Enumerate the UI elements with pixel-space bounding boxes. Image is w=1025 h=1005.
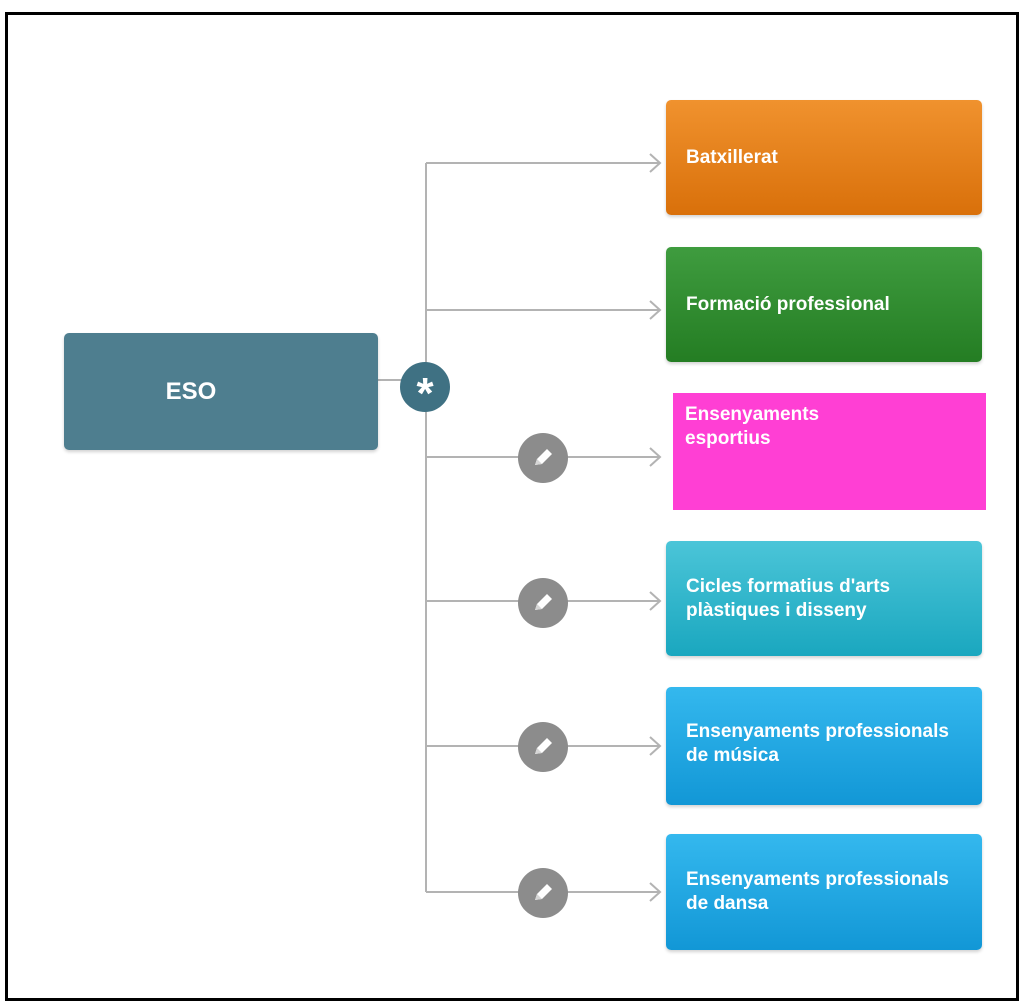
child-node-cicles-formatius[interactable]: Cicles formatius d'arts plàstiques i dis… — [666, 541, 982, 656]
pencil-icon — [535, 738, 552, 754]
child-node-label: Ensenyaments professionals de música — [686, 721, 949, 766]
child-node-label: Ensenyaments esportius — [685, 404, 820, 449]
arrowhead — [649, 591, 662, 611]
pencil-note-icon[interactable] — [518, 868, 568, 918]
child-node-formacio-professional[interactable]: Formació professional — [666, 247, 982, 362]
arrowhead — [649, 447, 662, 467]
pencil-icon — [535, 884, 552, 900]
child-node-musica[interactable]: Ensenyaments professionals de música — [666, 687, 982, 805]
child-node-ensenyaments-esportius[interactable]: Ensenyaments esportius — [673, 393, 986, 510]
arrowhead — [649, 736, 662, 756]
child-node-label: Batxillerat — [686, 146, 778, 168]
arrowhead — [649, 300, 662, 320]
pencil-note-icon[interactable] — [518, 433, 568, 483]
arrowhead — [649, 153, 662, 173]
root-node-label: ESO — [165, 377, 217, 405]
child-node-label: Cicles formatius d'arts plàstiques i dis… — [686, 575, 891, 621]
root-node-eso[interactable]: ESO — [64, 333, 378, 450]
child-node-label: Formació professional — [686, 293, 890, 315]
asterisk-glyph: * — [416, 369, 434, 418]
pencil-note-icon[interactable] — [518, 722, 568, 772]
pencil-icon — [535, 594, 552, 610]
pencil-icon — [535, 449, 552, 465]
arrowhead — [649, 882, 662, 902]
child-node-label: Ensenyaments professionals de dansa — [686, 869, 949, 914]
child-node-dansa[interactable]: Ensenyaments professionals de dansa — [666, 834, 982, 950]
hub-asterisk-icon[interactable]: * — [400, 362, 450, 418]
pencil-note-icon[interactable] — [518, 578, 568, 628]
child-node-batxillerat[interactable]: Batxillerat — [666, 100, 982, 215]
